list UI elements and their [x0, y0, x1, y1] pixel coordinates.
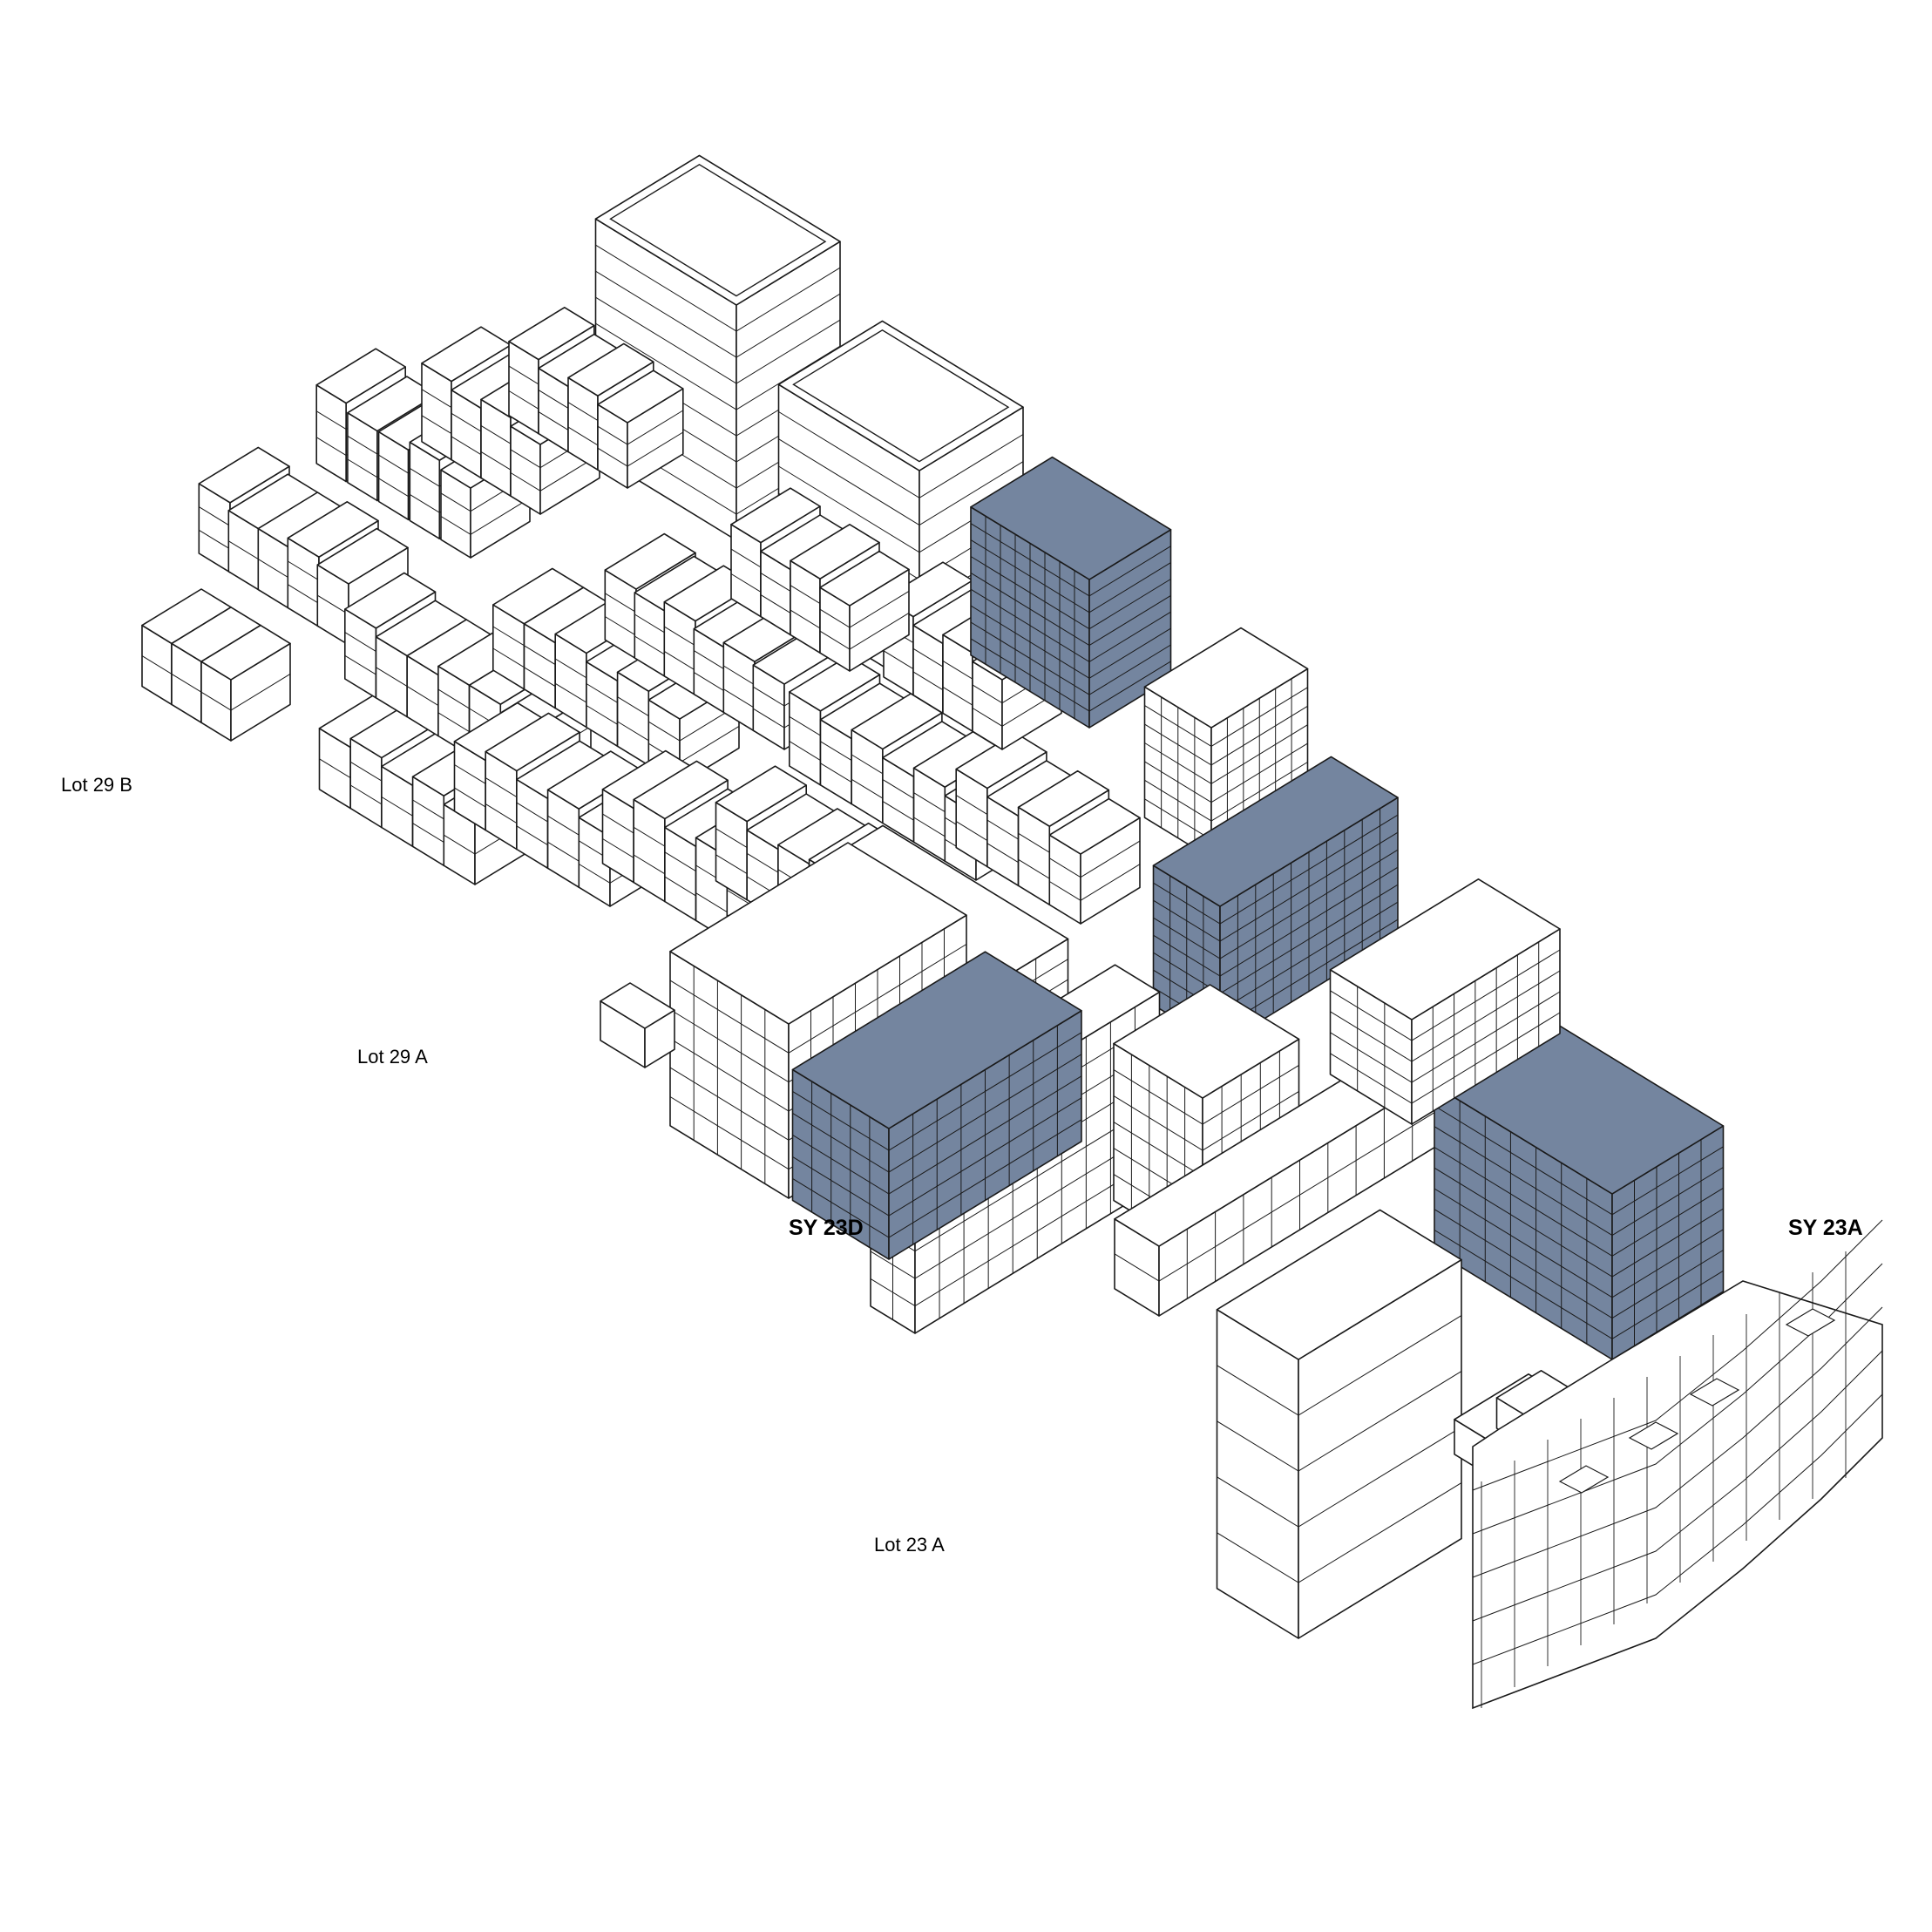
sy-23d-block — [791, 951, 1082, 1260]
building-block-76 — [819, 550, 910, 672]
curved-annex-building — [1472, 1219, 1883, 1710]
sy-block-north — [970, 456, 1172, 729]
label-lot-29b: Lot 29 B — [61, 774, 132, 796]
courtyard-inner-row — [1114, 1046, 1441, 1317]
building-block-68 — [1048, 797, 1141, 925]
building-block-42 — [597, 369, 684, 489]
roof-opening-2 — [1689, 1378, 1740, 1407]
sy-block-east — [1152, 756, 1399, 1047]
building-block-2 — [200, 624, 291, 742]
courtyard-north-wing — [1329, 878, 1561, 1125]
lot-23a-tall-block — [1216, 1209, 1462, 1639]
label-lot-23a: Lot 23 A — [874, 1534, 945, 1556]
small-pavilion — [600, 982, 675, 1068]
roof-opening-3 — [1785, 1308, 1836, 1337]
label-sy-23d: SY 23D — [789, 1216, 864, 1240]
label-lot-29a: Lot 29 A — [357, 1046, 428, 1068]
label-sy-23a: SY 23A — [1788, 1216, 1863, 1240]
roof-opening-0 — [1558, 1465, 1610, 1494]
roof-opening-1 — [1628, 1421, 1679, 1450]
